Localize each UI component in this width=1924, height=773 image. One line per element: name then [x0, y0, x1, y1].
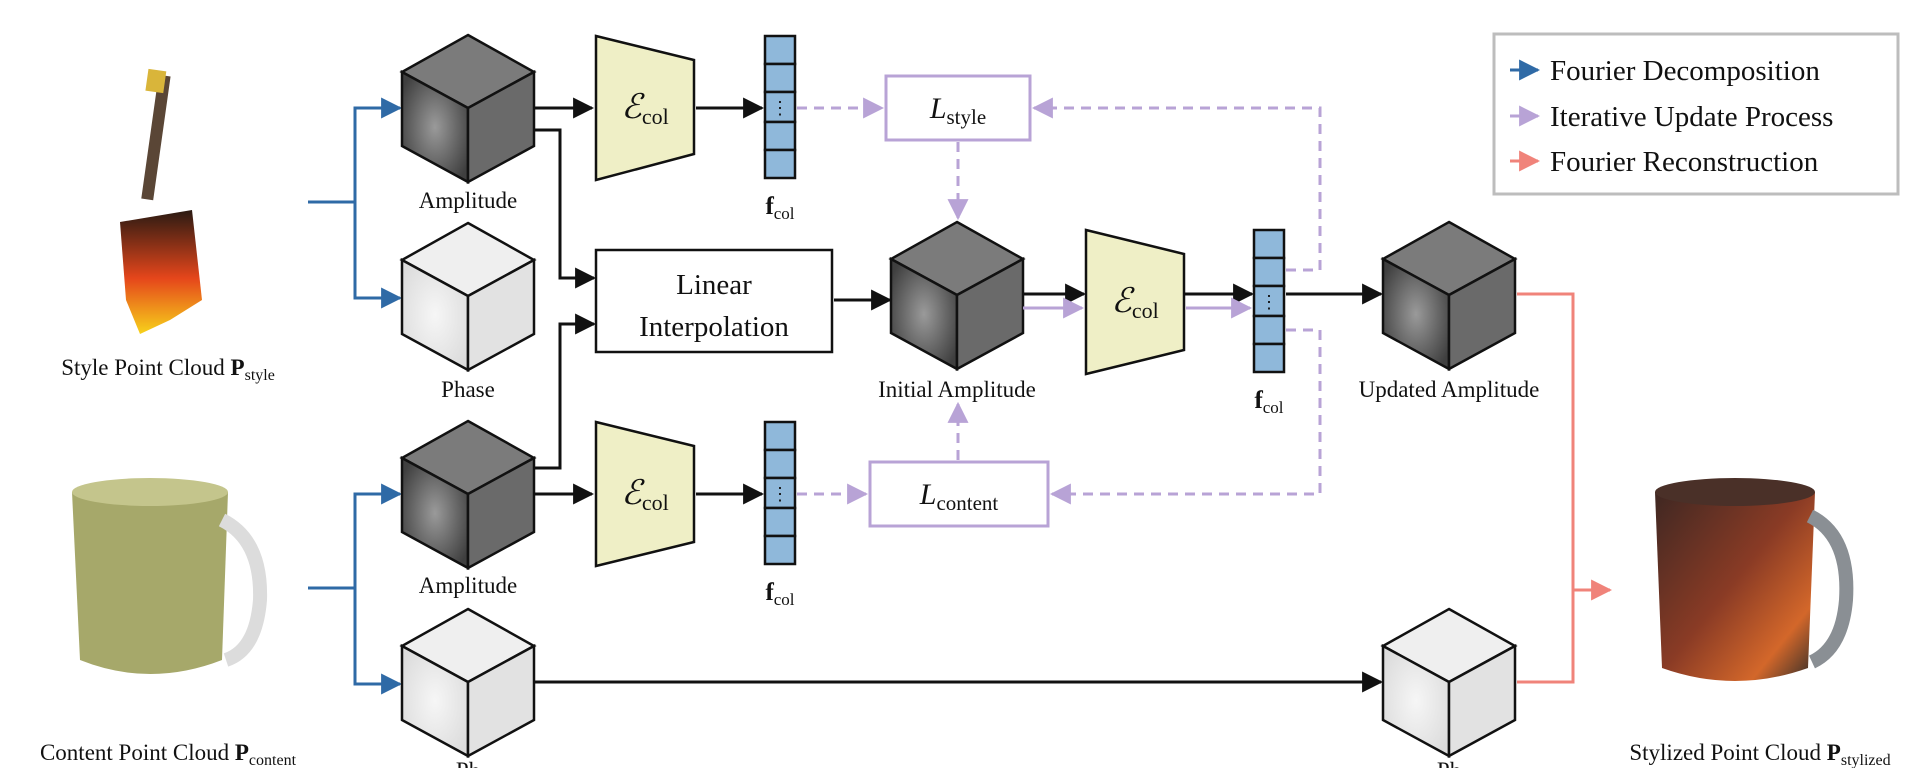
- legend-item-update: Iterative Update Process: [1510, 101, 1833, 133]
- feature-label-middle: fcol: [1254, 387, 1283, 417]
- content-phase-cube: [400, 607, 536, 758]
- decomposition-arrows: [308, 97, 403, 695]
- loss-style-box: Lstyle: [884, 74, 1032, 142]
- svg-text:Lstyle: Lstyle: [929, 92, 986, 129]
- content-phase-label: Ph: [456, 758, 481, 768]
- flow-arrows: [534, 97, 1384, 693]
- style-cloud-label: Style Point Cloud Pstyle: [61, 355, 275, 384]
- reconstruction-arrows: [1517, 292, 1613, 684]
- content-point-cloud-image: [72, 478, 268, 674]
- legend-item-reconstruction: Fourier Reconstruction: [1510, 146, 1819, 178]
- stylized-cloud-label: Stylized Point Cloud Pstylized: [1629, 740, 1890, 768]
- output-phase-cube: [1381, 607, 1517, 758]
- legend: Fourier Decomposition Iterative Update P…: [1492, 32, 1900, 196]
- content-cloud-label: Content Point Cloud Pcontent: [40, 740, 297, 768]
- svg-text:Linear: Linear: [676, 269, 752, 301]
- svg-text:Interpolation: Interpolation: [639, 311, 789, 343]
- svg-text:Lcontent: Lcontent: [919, 478, 999, 515]
- updated-amplitude-cube: [1381, 220, 1517, 371]
- svg-text:ℰcol: ℰcol: [1111, 283, 1158, 323]
- feature-label-style: fcol: [765, 193, 794, 223]
- style-phase-cube: [400, 221, 536, 372]
- style-point-cloud-image: [120, 68, 202, 334]
- feature-dots-style: ⋮: [771, 98, 789, 118]
- content-amplitude-cube: [400, 419, 536, 570]
- feature-dots-content: ⋮: [771, 484, 789, 504]
- feature-label-content: fcol: [765, 579, 794, 609]
- style-amplitude-cube: [400, 33, 536, 184]
- style-amplitude-label: Amplitude: [419, 188, 517, 213]
- encoder-style: ℰcol: [594, 34, 696, 182]
- updated-amplitude-label: Updated Amplitude: [1359, 377, 1540, 402]
- linear-interpolation-box: Linear Interpolation: [594, 248, 834, 354]
- feature-dots-middle: ⋮: [1260, 292, 1278, 312]
- encoder-middle: ℰcol: [1084, 228, 1186, 376]
- svg-text:Iterative Update Process: Iterative Update Process: [1550, 101, 1833, 133]
- feature-vector-style: [763, 34, 797, 180]
- feature-vector-content: [763, 420, 797, 566]
- content-amplitude-label: Amplitude: [419, 573, 517, 598]
- iterative-update-arrows: [797, 97, 1322, 505]
- initial-amplitude-cube: [889, 220, 1025, 371]
- loss-content-box: Lcontent: [868, 460, 1050, 528]
- stylized-point-cloud-image: [1655, 478, 1854, 681]
- encoder-content: ℰcol: [594, 420, 696, 568]
- svg-text:ℰcol: ℰcol: [621, 89, 668, 129]
- output-phase-label: Ph: [1437, 758, 1462, 768]
- svg-text:Fourier Decomposition: Fourier Decomposition: [1550, 55, 1820, 87]
- svg-text:Fourier Reconstruction: Fourier Reconstruction: [1550, 146, 1819, 178]
- initial-amplitude-label: Initial Amplitude: [878, 377, 1036, 402]
- feature-vector-middle: [1252, 228, 1286, 374]
- legend-item-decomposition: Fourier Decomposition: [1510, 55, 1820, 87]
- style-phase-label: Phase: [441, 377, 495, 402]
- svg-text:ℰcol: ℰcol: [621, 475, 668, 515]
